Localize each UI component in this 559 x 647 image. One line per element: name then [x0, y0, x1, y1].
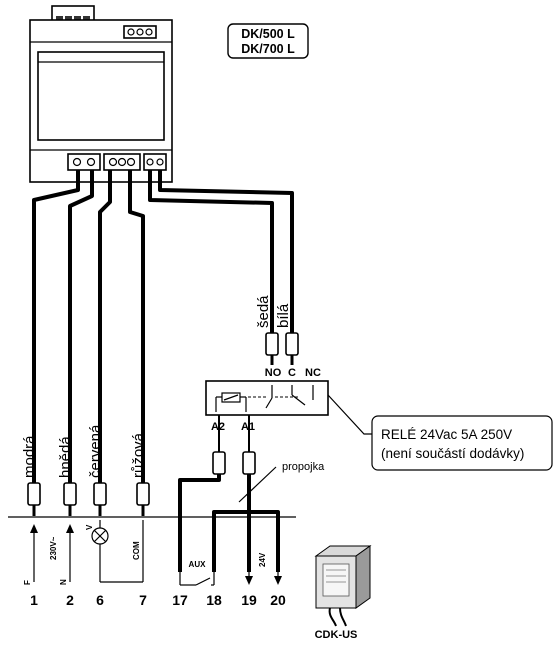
top-terminal — [123, 25, 157, 39]
wire-a2 — [178, 474, 221, 572]
wire-grey — [148, 170, 274, 333]
terminal-numbers: 1 2 6 7 17 18 19 20 — [30, 592, 286, 608]
model-line2: DK/700 L — [241, 42, 295, 56]
model-line1: DK/500 L — [241, 27, 295, 41]
label-blue: modrá — [21, 435, 38, 478]
wire-brown — [68, 170, 94, 483]
jumper-label: propojka — [282, 461, 325, 473]
wire-red — [98, 170, 112, 483]
label-pink: růžová — [130, 432, 147, 478]
relay-body — [205, 380, 329, 416]
relay-nc-label: NC — [305, 367, 321, 379]
label-grey: šedá — [255, 295, 272, 328]
relay-c-label: C — [288, 367, 296, 379]
cdk-us-unit: CDK-US — [314, 545, 372, 641]
label-v: V — [85, 524, 94, 530]
terminal-strip: F N 230V~ V COM AUX 24V — [8, 516, 296, 586]
label-n: N — [59, 579, 68, 585]
terminal-number: 19 — [241, 592, 257, 608]
relay: NO C NC A2 A1 — [205, 367, 372, 452]
wire-white — [158, 170, 294, 333]
label-red: červená — [87, 424, 104, 478]
label-brown: hnědá — [57, 436, 74, 478]
terminal-number: 1 — [30, 592, 38, 608]
wire-pink — [128, 170, 145, 483]
coil-wiring: propojka — [178, 461, 325, 572]
label-230v: 230V~ — [49, 536, 58, 560]
terminal-block-1 — [67, 153, 101, 171]
display-window — [37, 51, 165, 141]
terminal-number: 20 — [270, 592, 286, 608]
terminal-number: 6 — [96, 592, 104, 608]
wire-labels: modrá hnědá červená růžová šedá bílá — [21, 295, 292, 478]
relay-no-label: NO — [265, 367, 282, 379]
model-label: DK/500 L DK/700 L — [227, 23, 309, 59]
label-white: bílá — [275, 303, 292, 328]
relay-callout: RELÉ 24Vac 5A 250V (není součástí dodávk… — [371, 415, 553, 471]
jumper-pointer — [238, 466, 277, 503]
label-com: COM — [132, 541, 141, 560]
label-24v: 24V — [258, 552, 267, 567]
terminal-number: 2 — [66, 592, 74, 608]
terminal-number: 18 — [206, 592, 222, 608]
terminal-number: 17 — [172, 592, 188, 608]
wire-blue — [32, 170, 80, 483]
terminal-number: 7 — [139, 592, 147, 608]
controller-module — [29, 5, 173, 183]
unit-label: CDK-US — [315, 629, 358, 641]
jumper-wire — [212, 510, 280, 572]
label-aux: AUX — [189, 560, 207, 569]
ferrules — [27, 332, 299, 516]
relay-callout-line1: RELÉ 24Vac 5A 250V — [381, 427, 512, 442]
label-f: F — [23, 580, 32, 585]
wires — [32, 170, 294, 483]
relay-callout-line2: (není součástí dodávky) — [381, 446, 524, 461]
terminal-block-3 — [143, 153, 167, 171]
